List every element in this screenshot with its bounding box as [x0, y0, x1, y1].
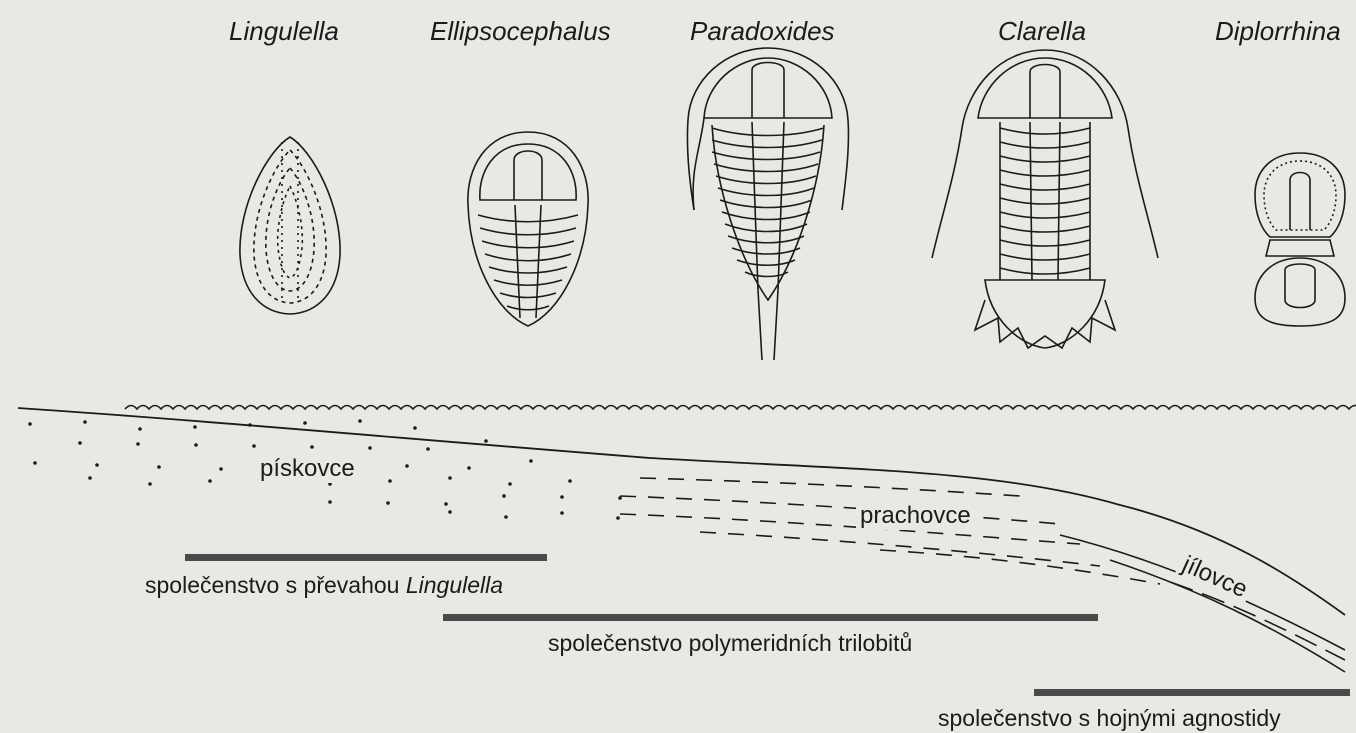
sand-dot [88, 476, 92, 480]
sand-dot [310, 445, 314, 449]
lingulella-illustration [240, 137, 340, 314]
sand-dot [502, 494, 506, 498]
sand-dot [616, 516, 620, 520]
ellipsocephalus-illustration [468, 132, 588, 326]
sand-dot [28, 422, 32, 426]
community-range-bar-polymerid [443, 614, 1098, 621]
sand-dot [303, 421, 307, 425]
community-label-lingulella: společenstvo s převahou Lingulella [145, 572, 503, 599]
sand-dot [194, 443, 198, 447]
sand-dot [83, 420, 87, 424]
sand-dot [138, 427, 142, 431]
community-label-lingulella-text: společenstvo s převahou [145, 572, 406, 598]
taxon-label-diplorrhina: Diplorrhina [1215, 16, 1341, 47]
sand-dot [208, 479, 212, 483]
sand-dot [618, 496, 622, 500]
community-range-bar-lingulella [185, 554, 547, 561]
sand-dot [252, 444, 256, 448]
sand-dot [560, 495, 564, 499]
community-label-lingulella-taxon: Lingulella [406, 572, 503, 598]
claystone-lamina [1060, 535, 1345, 650]
sand-dot [568, 479, 572, 483]
diplorrhina-illustration [1255, 153, 1345, 326]
sand-dot [504, 515, 508, 519]
clarella-illustration [932, 50, 1158, 348]
sand-dot [95, 463, 99, 467]
sand-dot [148, 482, 152, 486]
rock-label-sandstone: pískovce [256, 455, 359, 483]
community-label-polymerid: společenstvo polymeridních trilobitů [548, 630, 912, 657]
sand-dot [467, 466, 471, 470]
sand-dot [388, 479, 392, 483]
paradoxides-illustration [687, 48, 848, 360]
sand-dot [328, 500, 332, 504]
taxon-label-ellipsocephalus: Ellipsocephalus [430, 16, 611, 47]
sand-dot [248, 423, 252, 427]
rock-label-siltstone: prachovce [856, 502, 975, 530]
sand-dot [426, 447, 430, 451]
taxon-label-clarella: Clarella [998, 16, 1086, 47]
sand-dot [368, 446, 372, 450]
sand-dot [136, 442, 140, 446]
sand-dot [508, 482, 512, 486]
taxon-label-lingulella: Lingulella [229, 16, 339, 47]
sand-dot [386, 501, 390, 505]
taxon-label-paradoxides: Paradoxides [690, 16, 835, 47]
sand-dot [405, 464, 409, 468]
sand-dot [358, 419, 362, 423]
sea-surface-line [125, 406, 1356, 410]
sand-dot [560, 511, 564, 515]
sand-dot [33, 461, 37, 465]
sand-dot [444, 502, 448, 506]
sand-dot [484, 439, 488, 443]
sand-dot [448, 476, 452, 480]
sand-dot [219, 467, 223, 471]
sand-dot [157, 465, 161, 469]
community-label-agnostid: společenstvo s hojnými agnostidy [938, 705, 1281, 732]
community-range-bar-agnostid [1034, 689, 1350, 696]
sand-dot [529, 459, 533, 463]
sand-dot [413, 426, 417, 430]
sand-dot [193, 425, 197, 429]
sand-dot [78, 441, 82, 445]
sand-dot [448, 510, 452, 514]
